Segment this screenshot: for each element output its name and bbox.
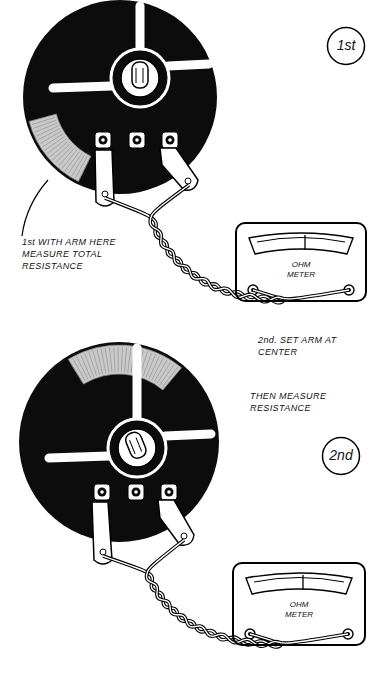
terminal-lug <box>95 150 114 206</box>
terminal-lug <box>158 500 194 545</box>
step-number: 2nd <box>329 447 352 465</box>
shaft-slot <box>124 430 149 460</box>
instruction-note: THEN MEASURE RESISTANCE <box>250 390 330 414</box>
rivet <box>128 484 144 500</box>
meter-face: OHM METER <box>235 222 367 302</box>
terminal-lug <box>160 148 198 190</box>
test-leads <box>103 540 348 647</box>
rivet <box>94 484 110 500</box>
test-leads <box>105 185 349 303</box>
rivet <box>129 132 145 148</box>
groove <box>53 86 112 88</box>
groove <box>168 64 209 66</box>
meter-needle <box>304 235 305 250</box>
meter-face: OHM METER <box>232 562 366 646</box>
step-circle: 1st <box>326 26 366 66</box>
instruction-note: 1st WITH ARM HERE MEASURE TOTAL RESISTAN… <box>22 236 144 272</box>
resistance-element <box>68 345 181 390</box>
element-winding <box>69 347 177 387</box>
groove <box>133 348 142 422</box>
pot-body <box>23 0 217 194</box>
step-number: 1st <box>337 37 356 55</box>
test-lead <box>146 540 348 646</box>
potentiometer <box>19 342 219 564</box>
meter-window <box>246 573 352 594</box>
test-lead <box>105 198 283 303</box>
resistance-element <box>29 114 91 181</box>
rivet <box>95 132 111 148</box>
terminal-lug <box>92 502 112 564</box>
meter-window <box>249 233 353 254</box>
shaft-slot <box>132 62 148 88</box>
meter-needle <box>302 575 303 590</box>
meter-label: OHM METER <box>281 600 317 620</box>
rivet <box>161 484 177 500</box>
pot-body <box>19 342 219 542</box>
meter-label: OHM METER <box>283 260 319 280</box>
shaft <box>118 429 156 467</box>
groove <box>49 456 109 458</box>
potentiometer <box>23 0 217 206</box>
shaft-bushing <box>111 49 169 107</box>
test-lead <box>103 556 281 647</box>
instruction-note: 2nd. SET ARM AT CENTER <box>258 334 358 358</box>
shaft-bushing <box>108 419 166 477</box>
rivet <box>162 132 178 148</box>
groove <box>165 434 211 436</box>
element-winding <box>32 117 90 179</box>
test-lead <box>150 185 349 302</box>
meter-scale <box>254 578 344 583</box>
step-circle: 2nd <box>321 436 361 476</box>
groove <box>136 6 145 52</box>
leader-line <box>22 180 48 236</box>
shaft <box>121 59 159 97</box>
meter-scale <box>257 238 345 243</box>
